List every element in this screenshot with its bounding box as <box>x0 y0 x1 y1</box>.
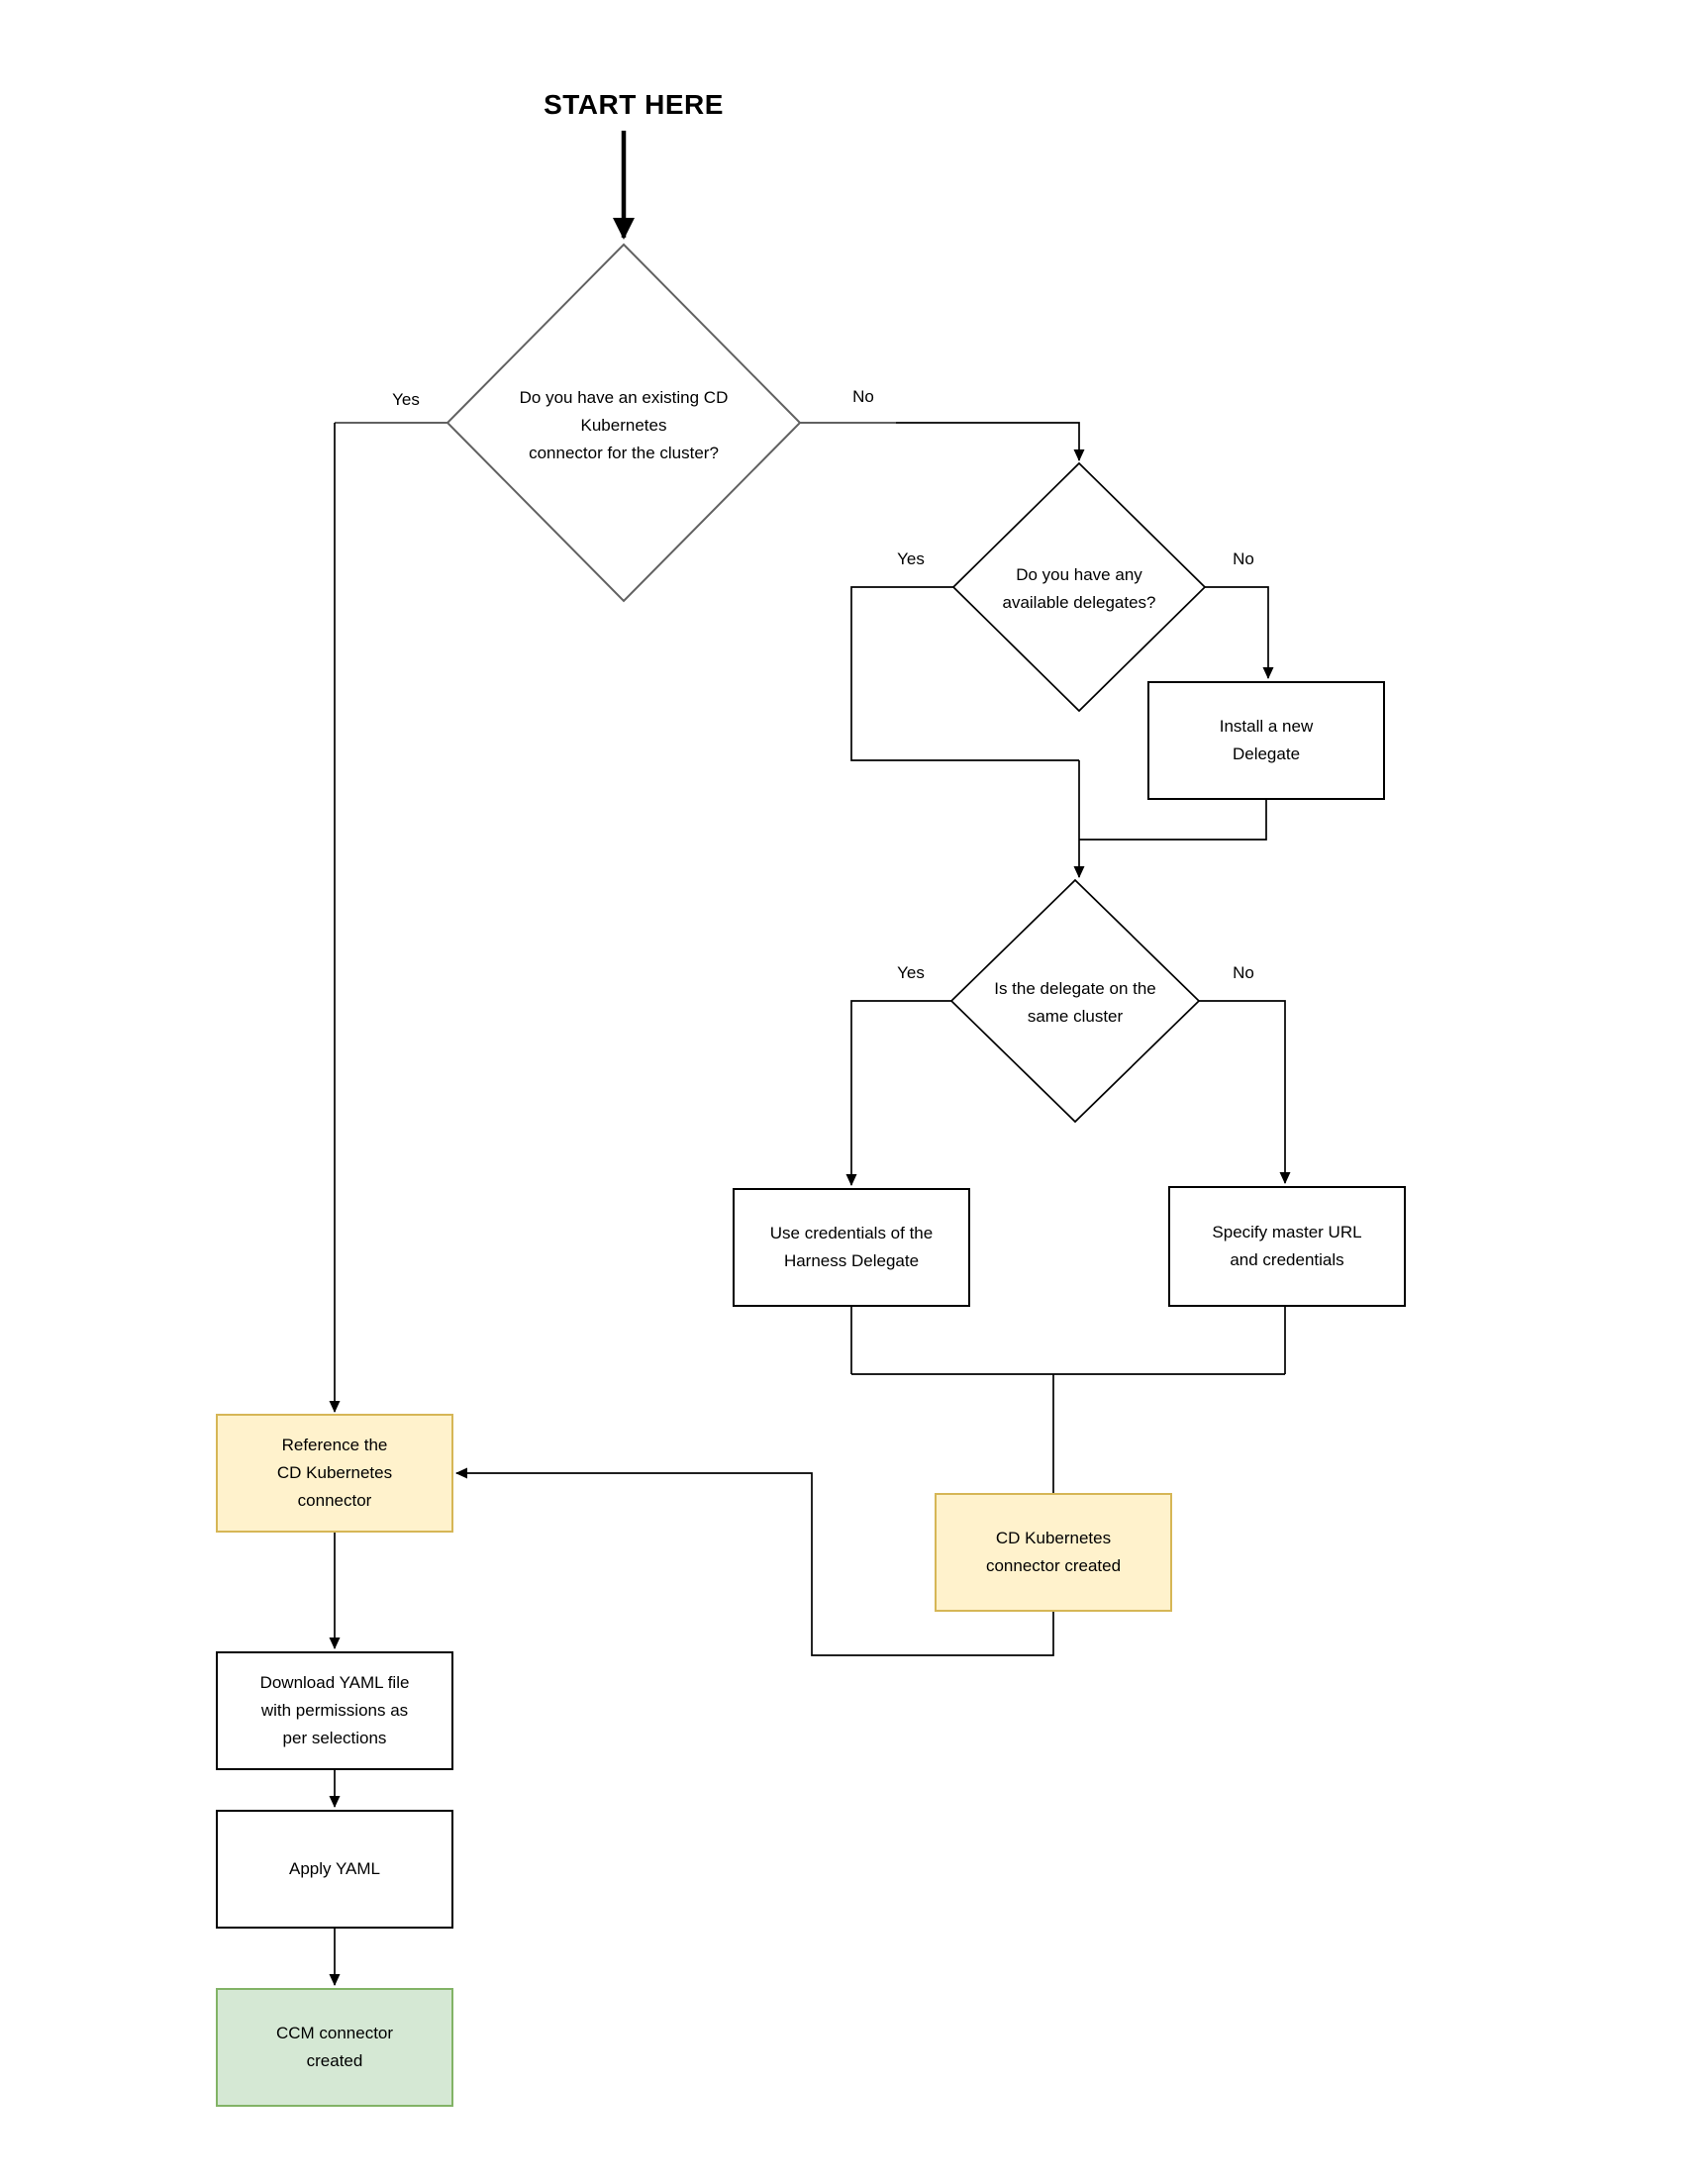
edge-label-no-delegates: No <box>1233 549 1254 568</box>
process-use-credentials: Use credentials of the Harness Delegate <box>733 1188 970 1307</box>
decision-diamond-existing-connector <box>446 243 802 603</box>
edge-label-yes-delegates: Yes <box>897 549 925 568</box>
terminal-cd-connector-created-label: CD Kubernetes connector created <box>985 1529 1122 1575</box>
edge-label-no-same-cluster: No <box>1233 963 1254 982</box>
process-specify-master-url: Specify master URL and credentials <box>1168 1186 1406 1307</box>
start-here-label: START HERE <box>544 89 724 120</box>
edge-cd-created-to-reference <box>455 1467 1054 1656</box>
edge-no-delegates <box>1205 586 1274 679</box>
edge-label-yes-existing: Yes <box>392 390 420 409</box>
process-apply-yaml: Apply YAML <box>216 1810 453 1929</box>
edge-label-yes-same-cluster: Yes <box>897 963 925 982</box>
edge-yes-same-cluster <box>845 1000 951 1186</box>
process-install-delegate-label: Install a new Delegate <box>1219 717 1314 763</box>
process-reference-connector-label: Reference the CD Kubernetes connector <box>276 1436 393 1510</box>
process-apply-yaml-label: Apply YAML <box>289 1859 380 1878</box>
decision-diamond-delegate-same-cluster <box>949 878 1201 1124</box>
edge-no-same-cluster <box>1199 1000 1291 1184</box>
edge-label-no-existing: No <box>852 387 874 406</box>
edge-no-existing-to-delegates <box>896 422 1085 461</box>
edge-install-delegate-out <box>1079 800 1267 841</box>
process-specify-master-url-label: Specify master URL and credentials <box>1212 1223 1362 1269</box>
terminal-cd-connector-created: CD Kubernetes connector created <box>935 1493 1172 1612</box>
terminal-ccm-connector-created: CCM connector created <box>216 1988 453 2107</box>
process-install-delegate: Install a new Delegate <box>1147 681 1385 800</box>
process-download-yaml-label: Download YAML file with permissions as p… <box>259 1673 410 1747</box>
process-use-credentials-label: Use credentials of the Harness Delegate <box>769 1224 934 1270</box>
process-download-yaml: Download YAML file with permissions as p… <box>216 1651 453 1770</box>
decision-diamond-available-delegates <box>951 461 1207 713</box>
edge-yes-delegates <box>850 586 1079 761</box>
terminal-ccm-connector-created-label: CCM connector created <box>275 2024 394 2070</box>
process-reference-connector: Reference the CD Kubernetes connector <box>216 1414 453 1533</box>
